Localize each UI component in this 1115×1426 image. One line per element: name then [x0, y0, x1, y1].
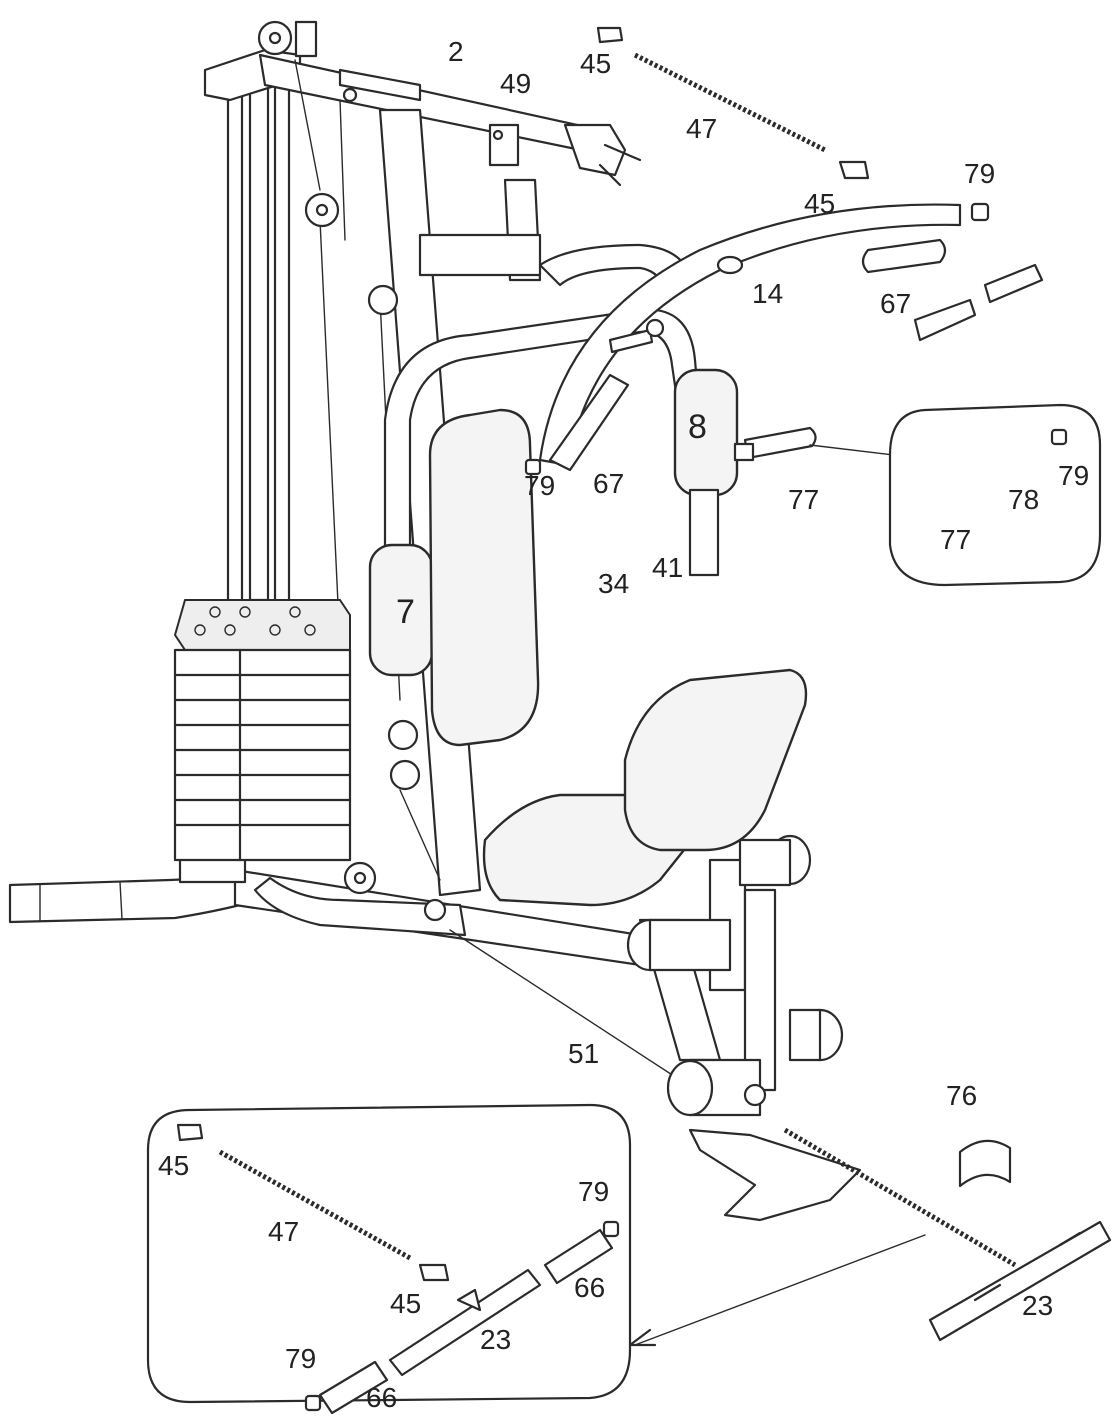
label-23-right: 23 [1022, 1290, 1054, 1321]
weight-stack [173, 599, 352, 862]
label-76: 76 [946, 1080, 978, 1111]
label-45-inset-mid: 45 [390, 1288, 422, 1319]
label-77: 77 [788, 484, 820, 515]
label-47-top: 47 [686, 113, 718, 144]
low-bar [783, 1127, 1112, 1342]
tower [203, 20, 318, 607]
callout-lower-left [146, 1103, 926, 1415]
top-boom [258, 53, 642, 187]
label-67-center: 67 [593, 468, 625, 499]
label-79-center: 79 [524, 470, 556, 501]
press-arms [368, 243, 739, 677]
label-66-inset-bottom: 66 [366, 1382, 398, 1413]
label-45-top: 45 [580, 48, 612, 79]
label-45-mid: 45 [804, 188, 836, 219]
label-7: 7 [396, 593, 415, 631]
back-pad [428, 408, 540, 747]
label-51: 51 [568, 1038, 600, 1069]
label-2: 2 [448, 36, 464, 67]
label-78: 78 [1008, 484, 1040, 515]
label-66-inset-right: 66 [574, 1272, 606, 1303]
label-47-inset: 47 [268, 1216, 300, 1247]
curved-bar [538, 203, 962, 472]
label-23-inset: 23 [480, 1324, 512, 1355]
label-79-inset-top: 79 [578, 1176, 610, 1207]
label-49: 49 [500, 68, 532, 99]
label-14: 14 [752, 278, 784, 309]
label-67-right: 67 [880, 288, 912, 319]
label-79-inset-bottom: 79 [285, 1343, 317, 1374]
top-chain [596, 26, 990, 274]
clip-76 [958, 1139, 1012, 1188]
label-41: 41 [652, 552, 684, 583]
seat-assembly [482, 668, 862, 1222]
label-79-top: 79 [964, 158, 996, 189]
label-79-callout: 79 [1058, 460, 1090, 491]
label-45-inset-top: 45 [158, 1150, 190, 1181]
label-77-callout: 77 [940, 524, 972, 555]
label-34: 34 [598, 568, 630, 599]
callout-upper-right [888, 263, 1102, 587]
label-8: 8 [688, 408, 707, 446]
